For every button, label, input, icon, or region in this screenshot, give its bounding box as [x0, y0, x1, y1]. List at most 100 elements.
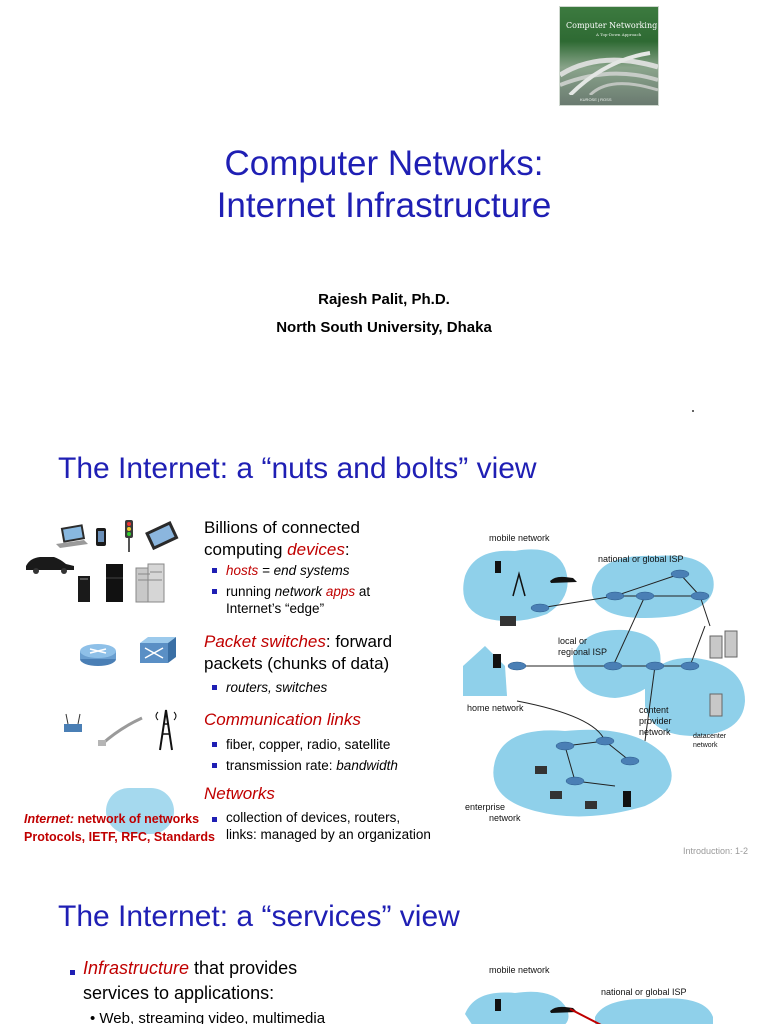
pc-icon	[585, 801, 597, 809]
highlight-blob	[106, 788, 174, 834]
book-subtitle: A Top-Down Approach	[596, 32, 642, 37]
home-network-label: home network	[467, 703, 524, 713]
cell-tower-icon	[512, 571, 526, 597]
bullet-square	[70, 970, 75, 975]
hosts-term: hosts	[226, 563, 259, 578]
hosts-definition: = end systems	[258, 563, 350, 578]
mobile-network-cloud	[465, 991, 569, 1024]
laptop-icon	[56, 524, 88, 548]
datacenter-server-icon	[709, 693, 723, 717]
pc-icon	[535, 766, 547, 774]
content-provider-label-3: network	[639, 727, 671, 737]
wireless-router-icon	[64, 713, 82, 732]
infrastructure-text: that provides	[189, 958, 298, 978]
devices-heading-text: computing	[204, 540, 288, 559]
phone-icon	[495, 561, 501, 573]
game-console-icon	[78, 576, 90, 602]
book-title: Computer Networking	[566, 21, 658, 30]
red-arrow	[569, 1008, 602, 1024]
content-provider-label-2: provider	[639, 716, 672, 726]
bullet-square	[212, 685, 217, 690]
phone-icon	[495, 999, 501, 1011]
bullet-square	[212, 589, 217, 594]
datacenter-label-1: datacenter	[693, 733, 727, 740]
devices-icon-cluster	[26, 520, 179, 603]
server-icon	[709, 635, 723, 659]
devices-emphasis: devices	[287, 540, 345, 559]
sub-bullet-1-text: Web, streaming video, multimedia	[99, 1010, 326, 1024]
university-name: North South University, Dhaka	[276, 319, 492, 336]
switches-heading-line-2: packets (chunks of data)	[204, 654, 390, 673]
bandwidth-term: bandwidth	[336, 758, 398, 773]
title-line-2: Internet Infrastructure	[216, 186, 552, 225]
cable-icon	[98, 716, 143, 746]
internet-definition: network of networks	[74, 812, 200, 826]
car-icon	[550, 576, 577, 583]
textbook-cover-image: Computer Networking A Top-Down Approach …	[559, 6, 659, 106]
pc-icon	[550, 791, 562, 799]
packet-switches-term: Packet switches	[204, 632, 326, 651]
national-isp-label: national or global ISP	[598, 554, 684, 564]
home-network-cloud	[463, 646, 507, 696]
devices-colon: :	[344, 540, 350, 559]
switches-bullet: routers, switches	[226, 680, 328, 695]
router-nodes	[507, 569, 710, 786]
traffic-light-icon	[125, 520, 133, 552]
bandwidth-text-pre: transmission rate:	[226, 758, 337, 773]
title-line-1: Computer Networks:	[224, 144, 544, 183]
server-icon	[623, 791, 631, 807]
nuts-and-bolts-slide: The Internet: a “nuts and bolts” view	[0, 432, 768, 864]
hosts-bullet: hosts = end systems	[226, 563, 349, 578]
links-bullet-1: fiber, copper, radio, satellite	[226, 737, 391, 752]
packet-switches-text: : forward	[325, 632, 393, 651]
refrigerator-icon	[106, 564, 123, 602]
laptop-icon	[500, 616, 516, 626]
infrastructure-term: Infrastructure	[83, 958, 190, 978]
apps-text-post: at	[355, 584, 371, 599]
apps-network-term: network	[274, 584, 326, 599]
switch-icon	[140, 637, 176, 663]
link-icons	[64, 709, 177, 751]
devices-heading-line-1: Billions of connected	[204, 518, 360, 537]
internet-network-diagram: mobile network national or global ISP lo…	[463, 533, 745, 823]
services-view-slide: The Internet: a “services” view Infrastr…	[0, 864, 768, 1024]
slide-title: The Internet: a “nuts and bolts” view	[58, 452, 537, 485]
tablet-icon	[145, 521, 179, 551]
smartphone-icon	[96, 528, 106, 546]
national-isp-label: national or global ISP	[601, 987, 687, 997]
networks-heading: Networks	[204, 784, 275, 803]
car-icon	[26, 557, 74, 574]
enterprise-label-2: network	[489, 813, 521, 823]
mobile-network-label: mobile network	[489, 533, 550, 543]
internet-definition-note: Internet: network of networks	[24, 812, 199, 826]
local-isp-label-1: local or	[558, 636, 587, 646]
server-rack-icon	[135, 563, 165, 603]
router-icon	[80, 644, 116, 666]
apps-text-pre: running	[226, 584, 275, 599]
enterprise-label-1: enterprise	[465, 802, 505, 812]
services-network-diagram: mobile network national or global ISP	[465, 965, 713, 1024]
apps-term: apps	[325, 584, 356, 599]
datacenter-label-2: network	[693, 742, 718, 749]
apps-bullet: running network apps at	[226, 584, 370, 599]
networks-bullet-line-2: links: managed by an organization	[226, 827, 431, 842]
links-heading: Communication links	[204, 710, 361, 729]
national-isp-cloud	[595, 998, 713, 1024]
bullet-square	[212, 763, 217, 768]
author-name: Rajesh Palit, Ph.D.	[318, 291, 450, 308]
presentation-title: Computer Networks: Internet Infrastructu…	[0, 143, 768, 227]
national-isp-cloud	[591, 555, 714, 618]
cell-tower-icon	[155, 709, 177, 751]
host-devices	[493, 561, 738, 809]
car-icon	[550, 1006, 577, 1013]
bullet-square	[212, 568, 217, 573]
mobile-network-label: mobile network	[489, 965, 550, 975]
book-authors: KUROSE | ROSS	[580, 97, 612, 102]
stray-dot	[692, 410, 694, 412]
server-icon	[724, 630, 738, 658]
packet-switch-icons	[80, 637, 176, 666]
internet-term: Internet:	[24, 812, 74, 826]
title-slide: Computer Networking A Top-Down Approach …	[0, 0, 768, 432]
local-isp-label-2: regional ISP	[558, 647, 607, 657]
bullet-square	[212, 817, 217, 822]
